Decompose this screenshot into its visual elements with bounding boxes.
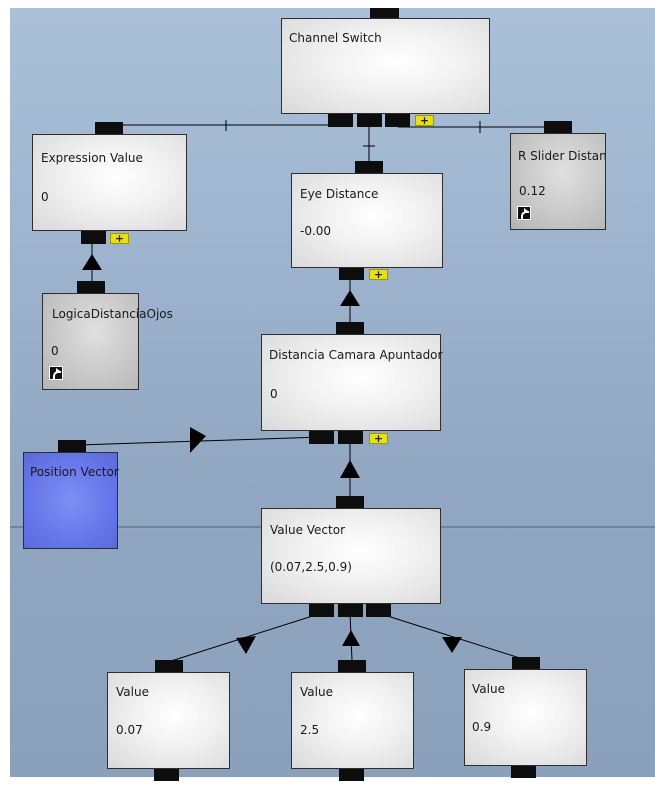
add-port-button[interactable]: + [369,433,388,444]
node-value-vector[interactable]: Value Vector (0.07,2.5,0.9) [261,508,441,604]
node-title: Position Vector [30,465,119,479]
port-output[interactable] [81,231,106,244]
node-title: Value [116,685,149,699]
node-value: -0.00 [300,224,332,238]
port-top[interactable] [336,322,364,334]
port-output[interactable] [339,268,364,280]
node-value: 2.5 [300,723,320,737]
node-value: 0 [51,344,59,358]
add-port-button[interactable]: + [415,115,434,126]
port-top[interactable] [544,121,572,133]
node-title: Value [472,682,505,696]
port-top[interactable] [77,281,105,293]
port-output[interactable] [328,114,353,127]
node-title: Value Vector [270,523,346,537]
node-eye-distance[interactable]: Eye Distance -0.00 [291,173,443,268]
port-top[interactable] [355,161,383,173]
port-output[interactable] [385,114,410,127]
port-output[interactable] [338,604,363,617]
port-top[interactable] [336,496,364,508]
node-title: Eye Distance [300,187,379,201]
port-top[interactable] [58,440,86,452]
node-value: 0.9 [472,720,492,734]
port-output[interactable] [338,431,363,444]
node-expression-value[interactable]: Expression Value 0 [32,134,187,231]
port-output[interactable] [309,604,334,617]
node-value: 0 [270,387,278,401]
node-position-vector[interactable]: Position Vector [23,452,119,549]
node-title: R Slider DistanciaOjos [518,149,606,163]
port-bottom[interactable] [154,769,179,781]
node-title: Distancia Camara Apuntador [269,348,443,362]
node-title: Value [300,685,333,699]
node-value: 0.07 [116,723,143,737]
node-distancia-camara-apuntador[interactable]: Distancia Camara Apuntador 0 [261,334,443,431]
node-value: 0.12 [519,184,546,198]
shortcut-arrow-icon [49,366,63,380]
node-value: 0 [41,190,49,204]
node-logica-distancia-ojos[interactable]: LogicaDistanciaOjos 0 [42,293,173,390]
port-top[interactable] [370,8,399,19]
node-value: (0.07,2.5,0.9) [270,560,352,574]
add-port-button[interactable]: + [369,269,388,280]
node-title: Expression Value [41,151,143,165]
node-value-b[interactable]: Value 2.5 [291,672,414,769]
port-top[interactable] [338,660,366,672]
node-channel-switch[interactable]: Channel Switch [281,18,490,114]
port-output[interactable] [309,431,334,444]
port-top[interactable] [155,660,183,672]
node-value-a[interactable]: Value 0.07 [107,672,230,769]
node-title: Channel Switch [289,31,382,45]
port-top[interactable] [512,657,540,669]
port-bottom[interactable] [339,769,364,781]
add-port-button[interactable]: + [110,233,129,244]
port-output[interactable] [357,114,382,127]
node-r-slider[interactable]: R Slider DistanciaOjos 0.12 [510,133,606,230]
port-bottom[interactable] [511,766,536,778]
node-value-c[interactable]: Value 0.9 [464,669,587,766]
node-title: LogicaDistanciaOjos [52,307,173,321]
port-top[interactable] [95,122,123,134]
shortcut-arrow-icon [517,206,531,220]
port-output[interactable] [366,604,391,617]
